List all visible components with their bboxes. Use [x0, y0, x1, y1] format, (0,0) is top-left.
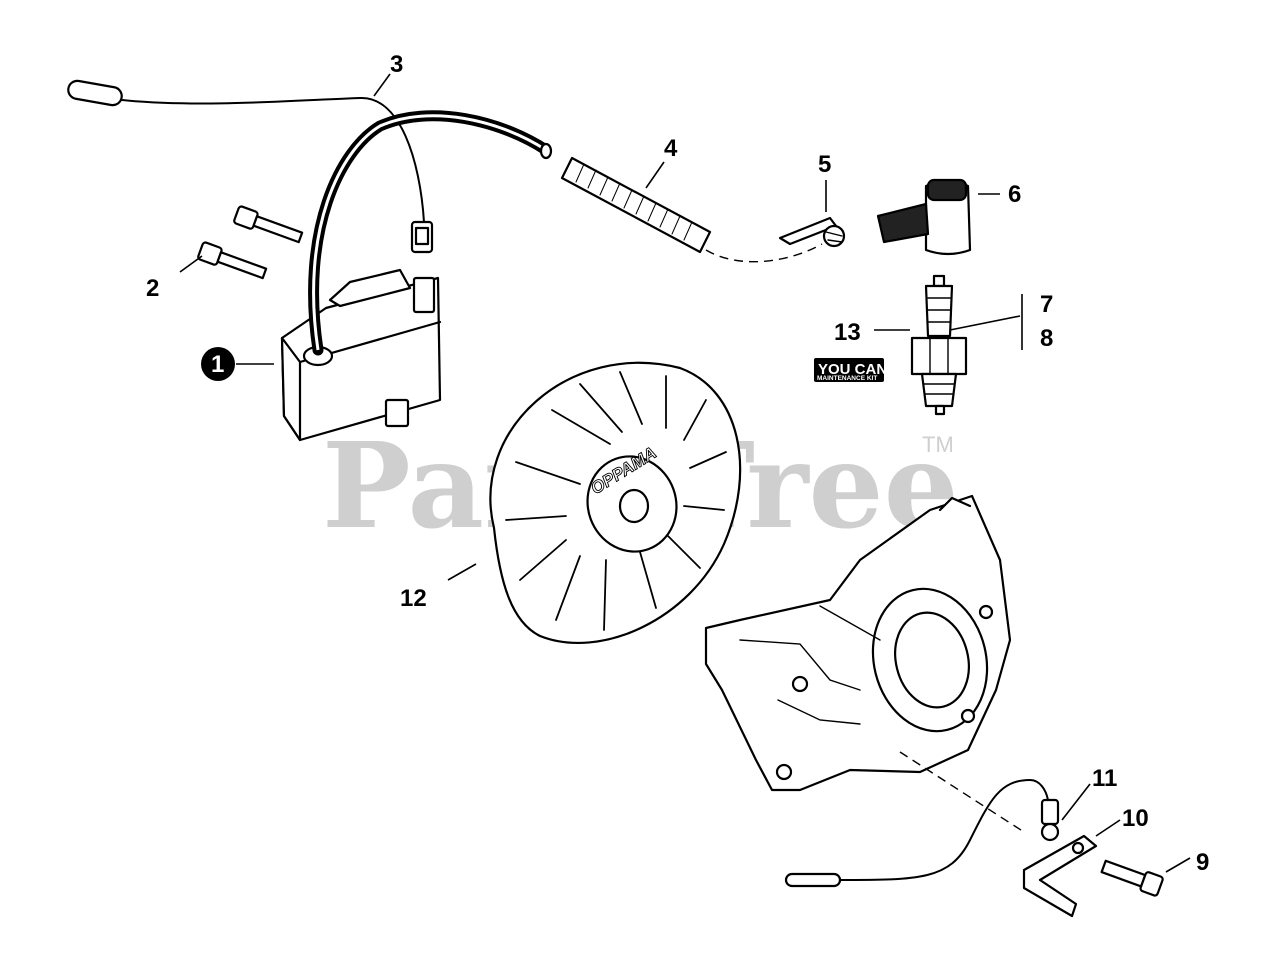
callout-8: 8 — [1040, 325, 1053, 352]
part-12-flywheel[interactable]: OPPAMA — [489, 361, 742, 645]
part-10-bracket[interactable] — [1022, 834, 1098, 918]
part-1-ignition-coil[interactable] — [280, 268, 442, 442]
part-3-ground-wire[interactable] — [67, 79, 434, 254]
watermark-trademark: TM — [922, 432, 954, 457]
callout-10: 10 — [1122, 805, 1149, 832]
assembly-line-upper — [705, 243, 823, 263]
callout-9: 9 — [1196, 849, 1209, 876]
callout-12: 12 — [400, 585, 427, 612]
part-4-sleeve[interactable] — [560, 156, 712, 254]
callout-1: 1 — [211, 351, 224, 378]
callout-2: 2 — [146, 275, 159, 302]
kit-bottom-text: MAINTENANCE KIT — [817, 375, 877, 382]
part-11-ground-lead[interactable] — [784, 778, 1060, 888]
kit-top-text: YOU CAN — [818, 361, 887, 378]
assembly-line-lower — [899, 751, 1025, 833]
crankcase[interactable] — [704, 494, 1012, 792]
callout-13: 13 — [834, 319, 861, 346]
leader-lines — [179, 73, 1191, 873]
callout-3: 3 — [390, 51, 403, 78]
callout-7: 7 — [1040, 291, 1053, 318]
callout-6: 6 — [1008, 181, 1021, 208]
part-7-8-13-spark-plug[interactable] — [910, 274, 968, 416]
maintenance-kit-badge: YOU CAN MAINTENANCE KIT — [814, 358, 887, 382]
callout-1-badge — [201, 347, 235, 381]
part-5-spring-clip[interactable] — [778, 216, 846, 248]
part-6-plug-boot[interactable] — [876, 178, 972, 256]
callouts: 3 2 1 4 5 6 7 8 13 12 11 10 9 — [146, 51, 1209, 876]
part-9-screw[interactable] — [1100, 857, 1164, 897]
part-2-screws[interactable] — [197, 205, 304, 282]
callout-11: 11 — [1092, 765, 1117, 792]
part-1-high-tension-lead[interactable] — [308, 110, 553, 356]
callout-5: 5 — [818, 151, 831, 178]
callout-4: 4 — [664, 135, 678, 162]
